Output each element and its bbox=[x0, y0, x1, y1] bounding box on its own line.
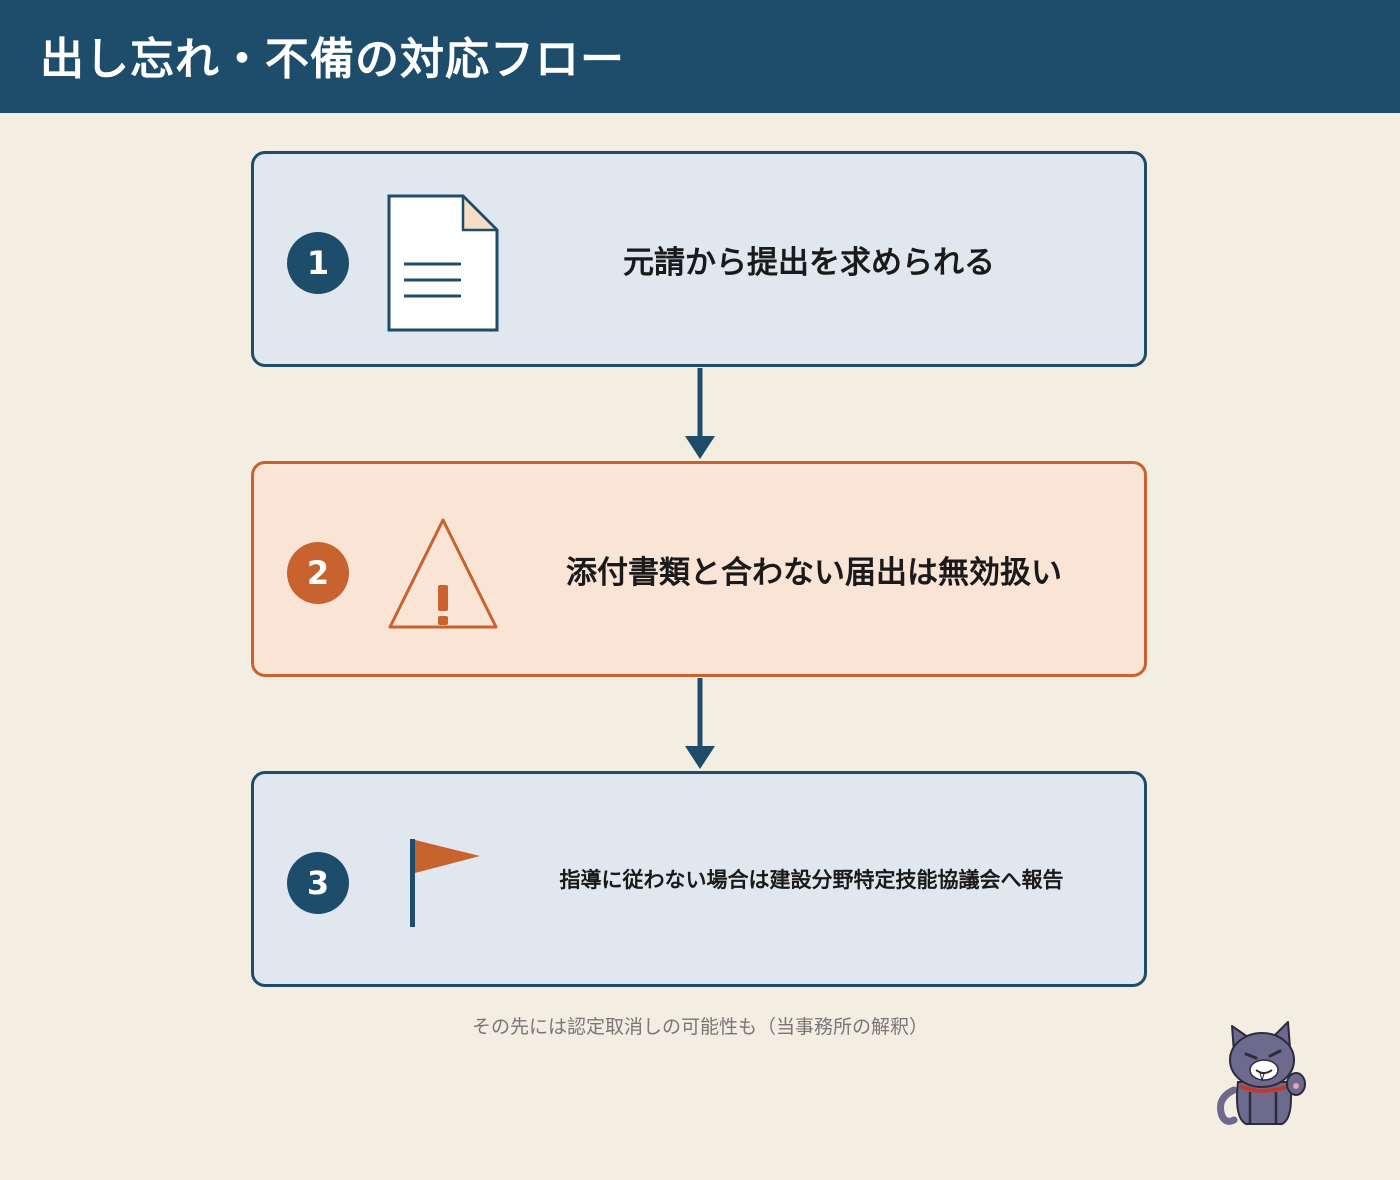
step-number-badge: 3 bbox=[287, 852, 349, 914]
header-bar: 出し忘れ・不備の対応フロー bbox=[0, 0, 1400, 113]
flow-step-2: 2 添付書類と合わない届出は無効扱い bbox=[251, 461, 1147, 677]
page-title: 出し忘れ・不備の対応フロー bbox=[40, 34, 625, 85]
warning-icon bbox=[387, 517, 499, 635]
flow-step-3: 3 指導に従わない場合は建設分野特定技能協議会へ報告 bbox=[251, 771, 1147, 987]
step-number-badge: 1 bbox=[287, 232, 349, 294]
flow-step-1: 1 元請から提出を求められる bbox=[251, 151, 1147, 367]
step-text: 指導に従わない場合は建設分野特定技能協議会へ報告 bbox=[559, 868, 1064, 892]
document-icon bbox=[387, 194, 499, 338]
step-number-badge: 2 bbox=[287, 542, 349, 604]
step-text: 元請から提出を求められる bbox=[623, 244, 995, 281]
flow-arrow-2 bbox=[685, 678, 715, 769]
step-text: 添付書類と合わない届出は無効扱い bbox=[566, 554, 1062, 591]
flag-icon bbox=[408, 837, 484, 933]
cat-mascot-icon bbox=[1212, 1020, 1312, 1134]
footnote: その先には認定取消しの可能性も（当事務所の解釈） bbox=[471, 1016, 928, 1038]
flow-arrow-1 bbox=[685, 368, 715, 459]
